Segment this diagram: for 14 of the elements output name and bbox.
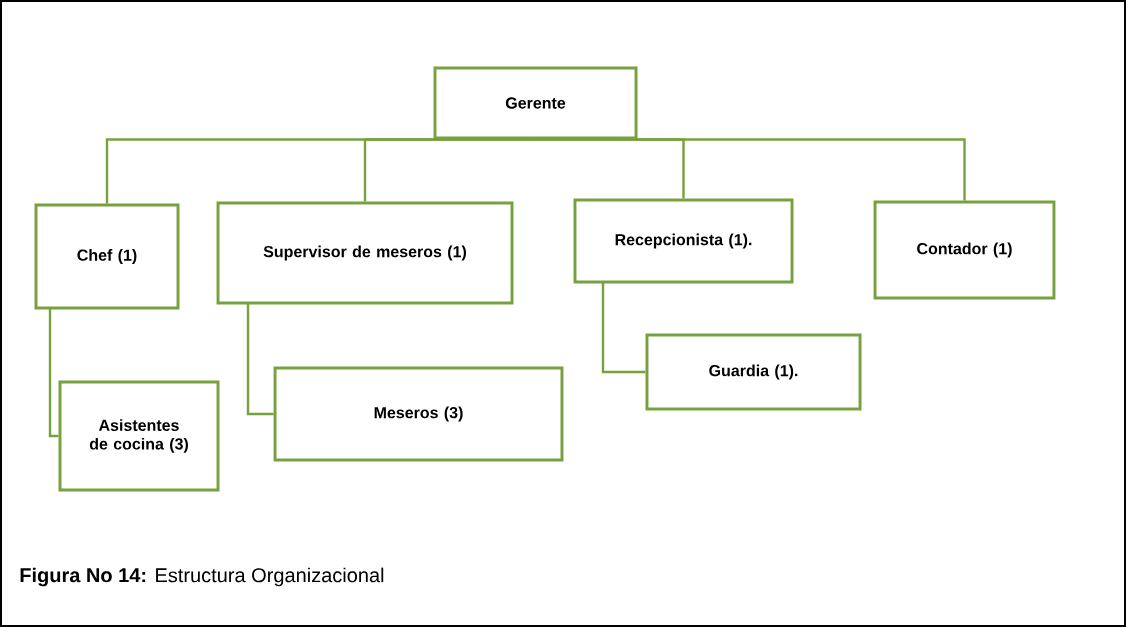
org-box: Asistentes de cocina (3) [58,380,220,492]
org-box: Guardia (1). [645,333,862,411]
org-box: Contador (1) [873,200,1056,300]
connector-line [363,138,536,202]
org-box: Chef (1) [34,203,180,310]
connector-line [48,308,59,438]
connector-line [246,303,274,416]
org-box: Recepcionista (1). [573,198,794,284]
org-box: Meseros (3) [273,366,564,462]
connector-line [535,138,966,201]
org-box: Supervisor de meseros (1) [216,201,514,305]
org-box: Gerente [433,66,638,140]
figure-caption: Figura No 14: Estructura Organizacional [20,567,384,587]
connector-line [601,282,646,374]
